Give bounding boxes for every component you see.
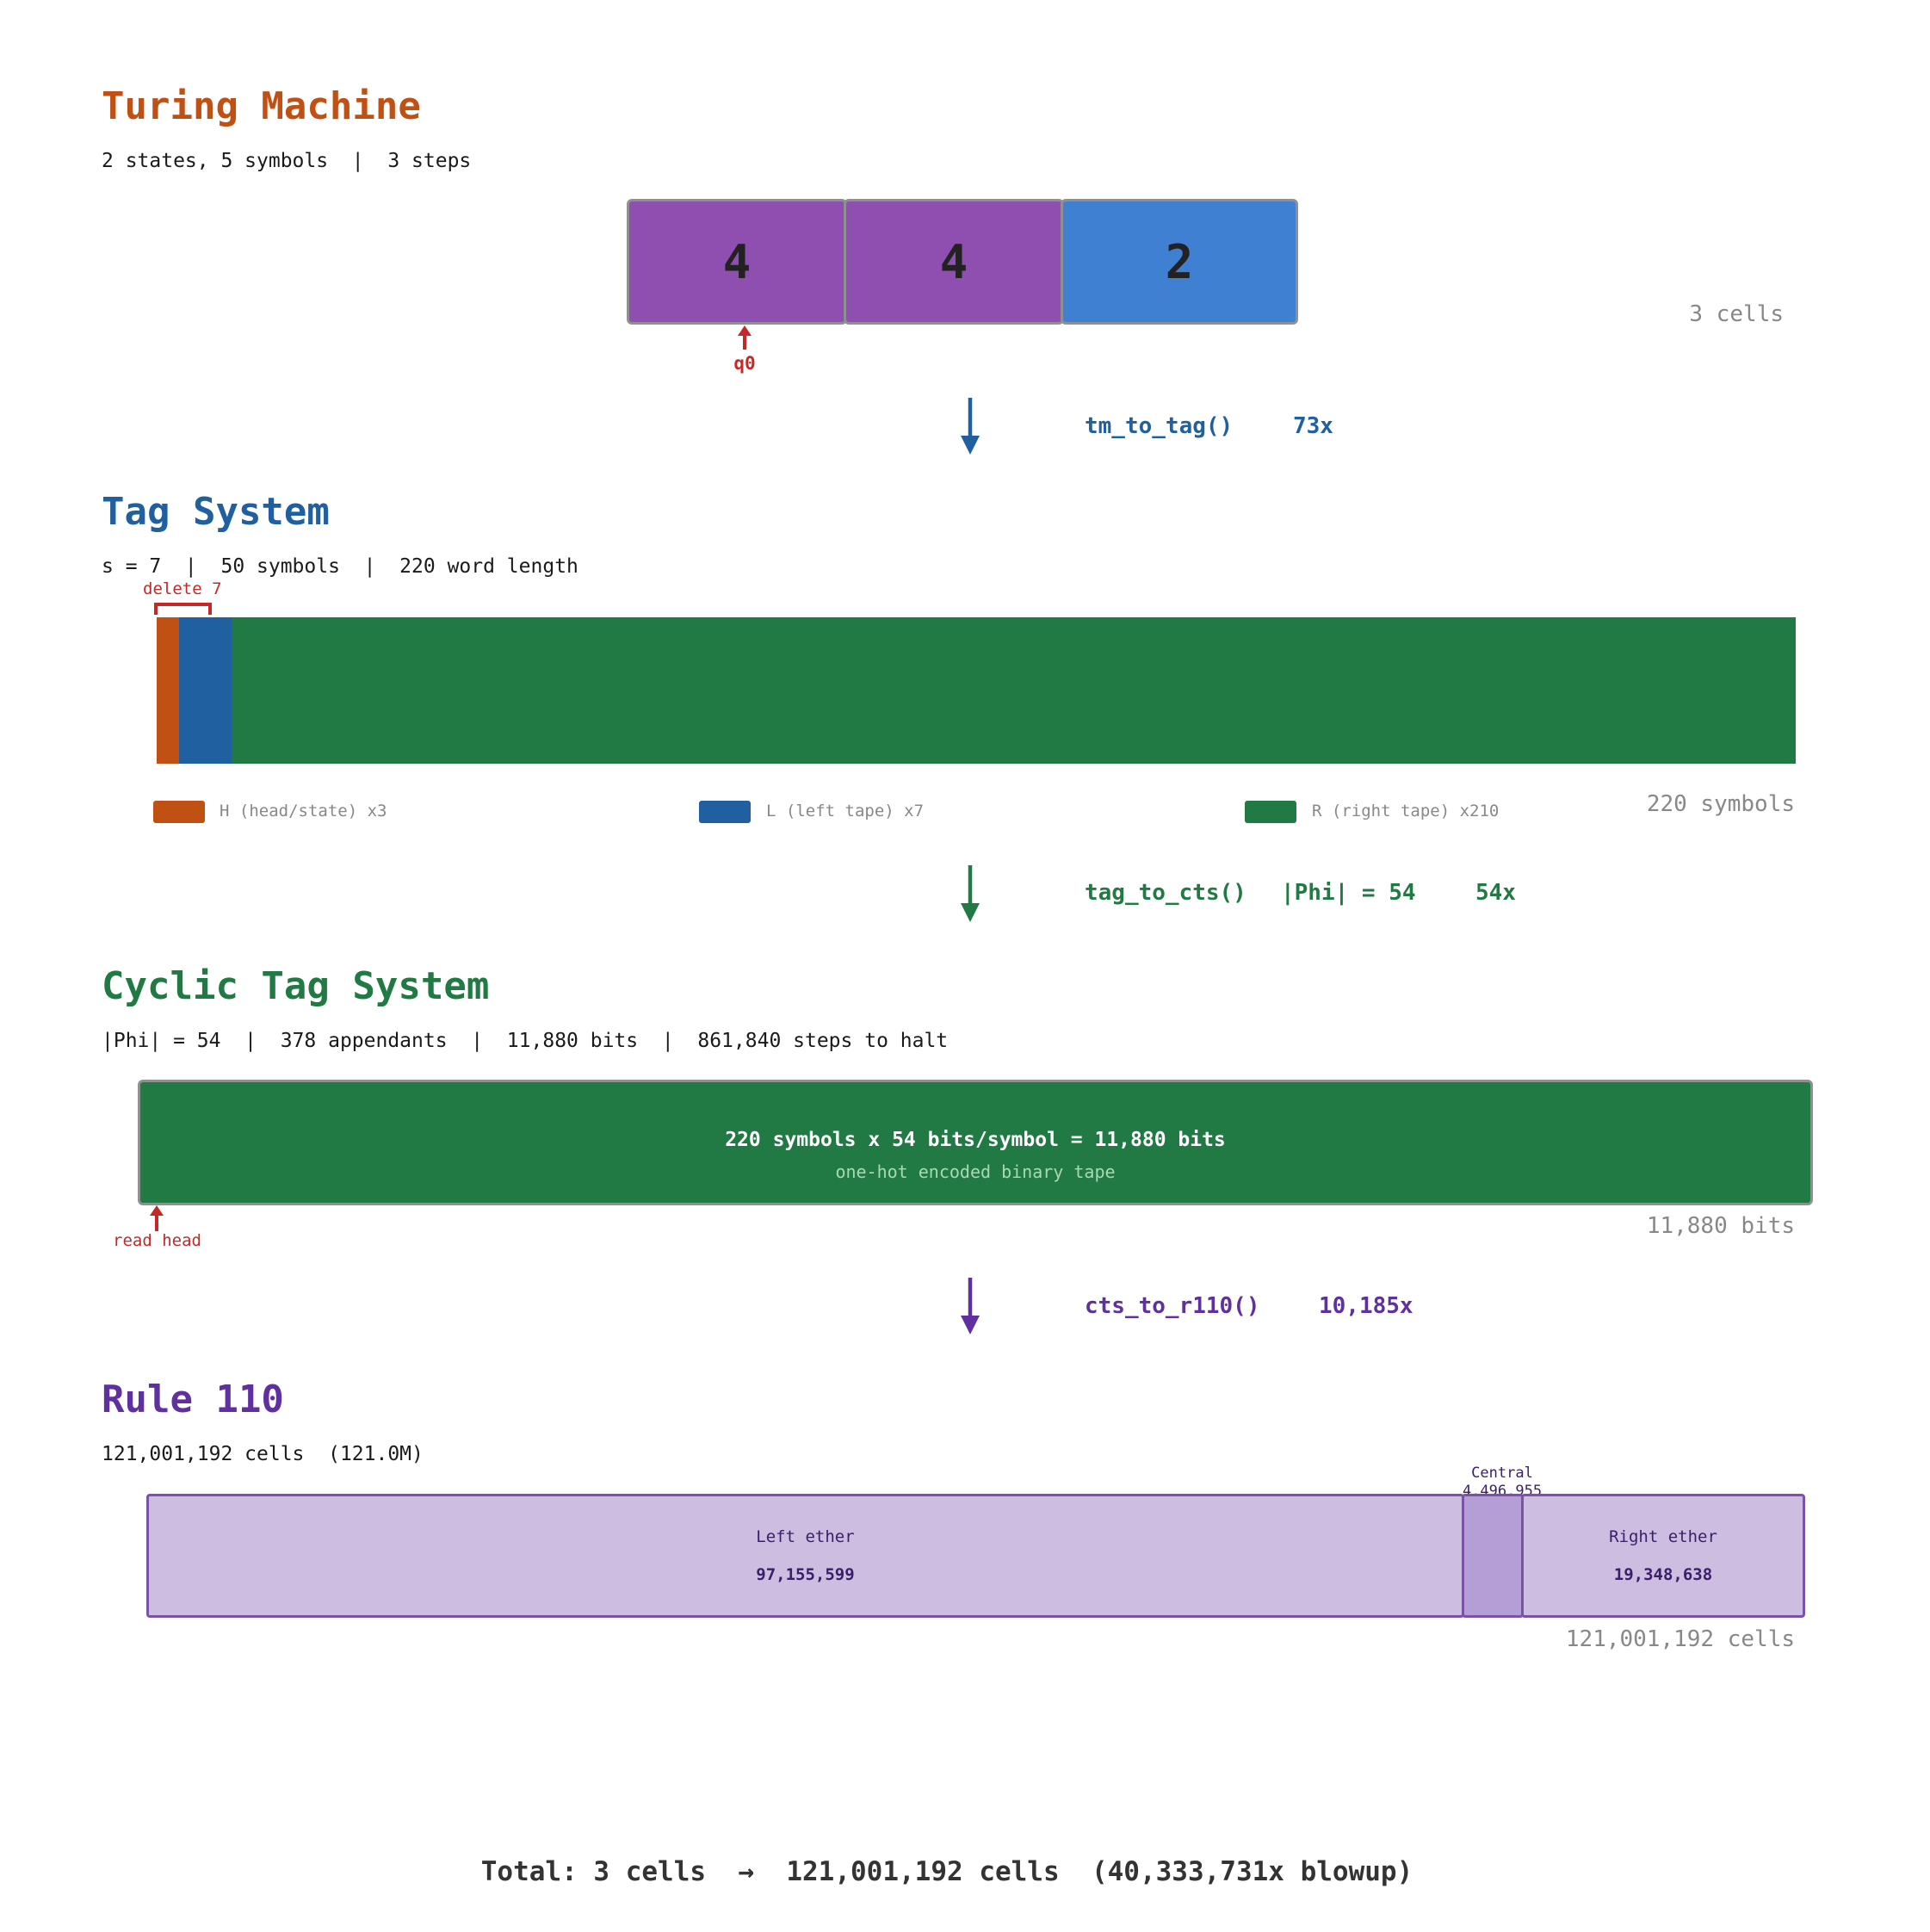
- cts-subtitle: |Phi| = 54 | 378 appendants | 11,880 bit…: [102, 1030, 949, 1052]
- arrow3-factor: 10,185x: [1319, 1293, 1413, 1319]
- r110-subtitle: 121,001,192 cells (121.0M): [102, 1443, 424, 1465]
- right-ether-value: 19,348,638: [1613, 1565, 1713, 1584]
- central-label: Central: [1471, 1464, 1533, 1482]
- delete-bracket-icon: [154, 603, 212, 615]
- down-arrow-icon: [961, 398, 980, 455]
- tm-subtitle: 2 states, 5 symbols | 3 steps: [102, 150, 472, 172]
- cts-tape-bar: 220 symbols x 54 bits/symbol = 11,880 bi…: [138, 1080, 1813, 1205]
- tm-head-arrow-icon: [738, 325, 752, 350]
- left-ether-value: 97,155,599: [756, 1565, 855, 1584]
- arrow1-func: tm_to_tag(): [1085, 413, 1234, 439]
- left-ether-block: Left ether 97,155,599: [146, 1494, 1464, 1618]
- tag-subtitle: s = 7 | 50 symbols | 220 word length: [102, 555, 578, 578]
- tag-title: Tag System: [102, 490, 330, 534]
- tm-cell: 2: [1061, 199, 1298, 325]
- segment-head-state: [157, 617, 179, 764]
- arrow2-phi: |Phi| = 54: [1281, 880, 1416, 906]
- down-arrow-icon: [961, 1278, 980, 1334]
- tm-head-label: q0: [733, 353, 756, 374]
- delete-label: delete 7: [143, 579, 222, 598]
- tm-cell: 4: [844, 199, 1064, 325]
- legend-swatch-r: [1245, 801, 1296, 823]
- arrow2-factor: 54x: [1475, 880, 1516, 906]
- tm-size-note: 3 cells: [1689, 301, 1784, 327]
- tm-cell: 4: [627, 199, 847, 325]
- right-ether-label: Right ether: [1609, 1527, 1717, 1546]
- arrow1-factor: 73x: [1293, 413, 1333, 439]
- r110-title: Rule 110: [102, 1378, 284, 1421]
- legend-r: R (right tape) x210: [1312, 802, 1500, 820]
- right-ether-block: Right ether 19,348,638: [1521, 1494, 1805, 1618]
- down-arrow-icon: [961, 865, 980, 922]
- legend-l: L (left tape) x7: [766, 802, 925, 820]
- arrow2-func: tag_to_cts(): [1085, 880, 1246, 906]
- central-block: [1462, 1494, 1524, 1618]
- legend-swatch-h: [153, 801, 205, 823]
- arrow3-func: cts_to_r110(): [1085, 1293, 1260, 1319]
- cts-title: Cyclic Tag System: [102, 964, 490, 1008]
- read-head-arrow-icon: [150, 1205, 164, 1231]
- tag-size-note: 220 symbols: [1646, 791, 1795, 817]
- read-head-label: read head: [113, 1231, 201, 1250]
- left-ether-label: Left ether: [756, 1527, 855, 1546]
- tm-title: Turing Machine: [102, 84, 421, 128]
- cts-bar-sub: one-hot encoded binary tape: [835, 1161, 1116, 1182]
- cts-bar-main: 220 symbols x 54 bits/symbol = 11,880 bi…: [725, 1129, 1226, 1151]
- legend-swatch-l: [699, 801, 751, 823]
- segment-right-tape: [232, 617, 1796, 764]
- legend-h: H (head/state) x3: [220, 802, 387, 820]
- r110-size-note: 121,001,192 cells: [1565, 1626, 1795, 1652]
- total-summary: Total: 3 cells → 121,001,192 cells (40,3…: [480, 1856, 1413, 1887]
- segment-left-tape: [179, 617, 232, 764]
- tm-tape: 4 4 2: [627, 199, 1298, 325]
- cts-size-note: 11,880 bits: [1646, 1213, 1795, 1239]
- tag-word-bar: [157, 617, 1796, 764]
